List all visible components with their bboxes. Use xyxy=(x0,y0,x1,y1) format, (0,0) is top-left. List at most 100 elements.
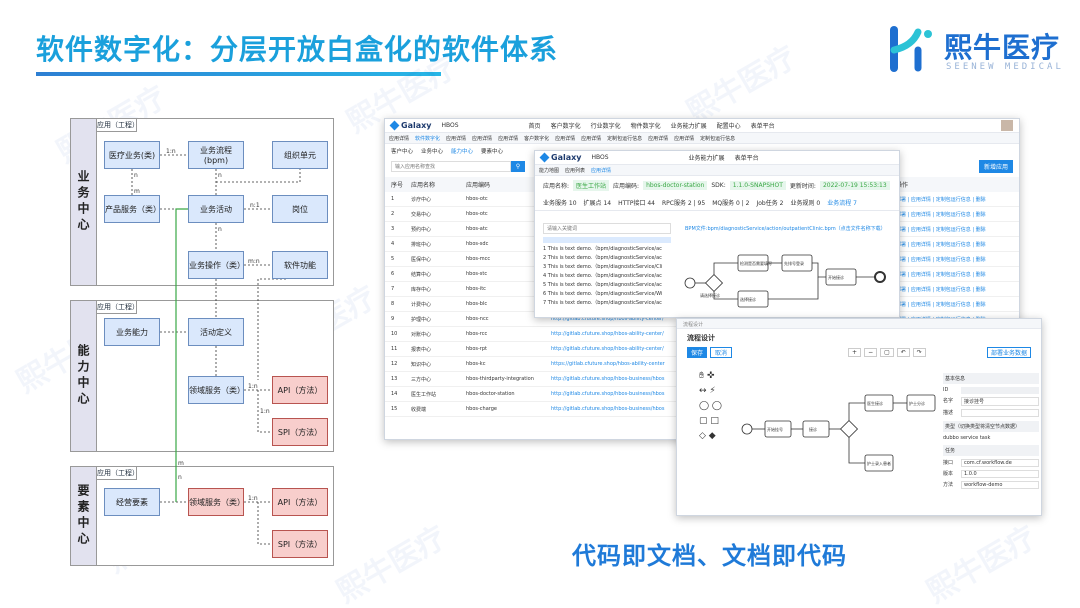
row-actions[interactable]: 部署 | 应用详情 | 定制包运行信息 | 删除 xyxy=(896,226,986,233)
type-radio[interactable]: dubbo service task xyxy=(943,435,991,441)
search-button[interactable]: ⚲ xyxy=(511,161,525,172)
nav-item[interactable]: 表单平台 xyxy=(750,123,775,130)
repo-link[interactable]: http://gitlab.cfuture.shop/hbos-ability-… xyxy=(551,346,664,352)
nav-item[interactable]: 业务能力扩展 xyxy=(670,123,707,130)
zoom-out-icon[interactable]: − xyxy=(864,348,878,357)
start-event-icon[interactable]: ◯ ◯ xyxy=(699,401,723,411)
watermark: 熙牛医疗 xyxy=(331,519,453,608)
description-field[interactable] xyxy=(961,409,1039,417)
tab[interactable]: 应用详情 xyxy=(581,135,602,142)
add-app-button[interactable]: 新增应用 xyxy=(978,160,1013,173)
row-number: 4 xyxy=(391,241,395,247)
repo-link[interactable]: https://gitlab.cfuture.shop/hbos-ability… xyxy=(551,361,665,367)
stat-tab[interactable]: Job任务 2 xyxy=(756,200,784,207)
nav-item[interactable]: 客户数字化 xyxy=(550,123,581,130)
gateway-icon[interactable]: ◇ ◆ xyxy=(699,431,716,441)
tab[interactable]: 软件数字化 xyxy=(415,135,441,142)
nav-item[interactable]: 表单平台 xyxy=(734,155,759,162)
search-input[interactable] xyxy=(543,223,671,234)
version-field[interactable]: 1.0.0 xyxy=(961,470,1039,478)
tab[interactable]: 定制包运行信息 xyxy=(700,135,736,142)
list-item[interactable]: 4 This is text demo.（bpm/diagnosticServi… xyxy=(543,273,662,279)
row-actions[interactable]: 部署 | 应用详情 | 定制包运行信息 | 删除 xyxy=(896,271,986,278)
avatar[interactable] xyxy=(1001,120,1013,131)
box-business-operation: 业务操作（类） xyxy=(188,251,245,279)
multiplicity-label: n xyxy=(218,172,222,179)
search-input[interactable] xyxy=(391,161,511,172)
row-actions[interactable]: 部署 | 应用详情 | 定制包运行信息 | 删除 xyxy=(896,256,986,263)
diagram-connectors xyxy=(131,154,301,545)
method-field[interactable]: workflow-demo xyxy=(961,481,1039,489)
nav-item[interactable]: 业务能力扩展 xyxy=(688,155,725,162)
tab[interactable]: 应用详情 xyxy=(472,135,493,142)
stat-tab[interactable]: RPC服务 2 | 95 xyxy=(662,200,706,207)
zoom-in-icon[interactable]: + xyxy=(848,348,862,357)
tab[interactable]: 应用详情 xyxy=(555,135,576,142)
save-button[interactable]: 保存 xyxy=(687,347,708,358)
properties-panel: 基本信息 ID 名字接诊挂号 描述 类型（切换类型将清空节点数据） dubbo … xyxy=(943,367,1039,489)
deploy-button[interactable]: 部署业务数据 xyxy=(986,347,1031,358)
nav-item[interactable]: 配置中心 xyxy=(716,123,741,130)
row-actions[interactable]: 部署 | 应用详情 | 定制包运行信息 | 删除 xyxy=(896,211,986,218)
subnav-item[interactable]: 要素中心 xyxy=(481,149,504,155)
list-item[interactable]: 6 This is text demo.（bpm/diagnosticServi… xyxy=(543,291,663,297)
subnav-item[interactable]: 能力中心 xyxy=(451,149,474,155)
tab[interactable]: 应用详情 xyxy=(498,135,519,142)
undo-icon[interactable]: ↶ xyxy=(896,348,910,357)
app-code: hbos-blc xyxy=(466,301,488,307)
env-selector[interactable]: HBOS xyxy=(441,122,459,129)
list-item[interactable]: 1 This is text demo.（bpm/diagnosticServi… xyxy=(543,246,662,252)
row-actions[interactable]: 部署 | 应用详情 | 定制包运行信息 | 删除 xyxy=(896,196,986,203)
hand-tool-icon[interactable]: ✋︎ ✜ xyxy=(699,371,715,381)
tab[interactable]: 应用详情 xyxy=(648,135,669,142)
nav-item[interactable]: 行业数字化 xyxy=(590,123,621,130)
list-item[interactable]: 2 This is text demo.（bpm/diagnosticServi… xyxy=(543,255,662,261)
stat-tab[interactable]: 业务规则 0 xyxy=(790,200,821,207)
list-item-selected[interactable] xyxy=(543,237,671,243)
repo-link[interactable]: http://gitlab.cfuture.shop/hbos-ability-… xyxy=(551,331,664,337)
subnav-item[interactable]: 客户中心 xyxy=(391,149,414,155)
repo-link[interactable]: http://gitlab.cfuture.shop/hbos-business… xyxy=(551,406,665,412)
tab[interactable]: 应用详情 xyxy=(674,135,695,142)
lane-tag: 应用（工程） xyxy=(97,301,139,314)
env-selector[interactable]: HBOS xyxy=(591,154,609,161)
tab[interactable]: 定制包运行信息 xyxy=(607,135,643,142)
tab[interactable]: 应用详情 xyxy=(591,167,612,174)
row-actions[interactable]: 部署 | 应用详情 | 定制包运行信息 | 删除 xyxy=(896,301,986,308)
cancel-button[interactable]: 取消 xyxy=(710,347,733,358)
nav-item[interactable]: 首页 xyxy=(528,123,541,130)
interface-field[interactable]: com.cf.workflow.de xyxy=(961,459,1039,467)
stat-tab[interactable]: 业务流程 7 xyxy=(827,200,857,207)
stat-tab[interactable]: MQ服务 0 | 2 xyxy=(712,200,750,207)
tab[interactable]: 能力地图 xyxy=(539,167,560,174)
screenshot-process-designer: 流程设计 流程设计 保存 取消 + − ▢ ↶ ↷ 部署业务数据 ✋︎ ✜ ↔ … xyxy=(676,318,1042,516)
id-field[interactable] xyxy=(961,387,1039,394)
redo-icon[interactable]: ↷ xyxy=(912,348,926,357)
repo-link[interactable]: http://gitlab.cfuture.shop/hbos-business… xyxy=(551,376,665,382)
row-actions[interactable]: 部署 | 应用详情 | 定制包运行信息 | 删除 xyxy=(896,241,986,248)
app-name: 库存中心 xyxy=(411,286,432,293)
stat-tab[interactable]: 业务服务 10 xyxy=(543,200,577,207)
lasso-tool-icon[interactable]: ↔ ⚡ xyxy=(699,386,716,396)
tab[interactable]: 客户数字化 xyxy=(524,135,550,142)
subnav-item[interactable]: 业务中心 xyxy=(421,149,444,155)
list-item[interactable]: 3 This is text demo.（bpm/diagnosticServi… xyxy=(543,264,663,270)
tab[interactable]: 应用列表 xyxy=(565,167,586,174)
list-item[interactable]: 7 This is text demo.（bpm/diagnosticServi… xyxy=(543,300,662,306)
tab[interactable]: 应用详情 xyxy=(389,135,410,142)
stat-tab[interactable]: 扩展点 14 xyxy=(583,200,612,207)
row-number: 3 xyxy=(391,226,395,232)
bpm-file-link[interactable]: BPM文件:bpm/diagnosticService/action/outpa… xyxy=(685,226,886,232)
task-icon[interactable]: ▢ □ xyxy=(699,416,719,426)
tab[interactable]: 应用详情 xyxy=(446,135,467,142)
fit-icon[interactable]: ▢ xyxy=(880,348,894,357)
box-business-element: 经营要素 xyxy=(104,488,160,516)
name-field[interactable]: 接诊挂号 xyxy=(961,397,1039,406)
row-actions[interactable]: 部署 | 应用详情 | 定制包运行信息 | 删除 xyxy=(896,286,986,293)
nav-item[interactable]: 物件数字化 xyxy=(630,123,661,130)
list-item[interactable]: 5 This is text demo.（bpm/diagnosticServi… xyxy=(543,282,662,288)
multiplicity-label: n xyxy=(134,172,138,179)
stat-tab[interactable]: HTTP接口 44 xyxy=(618,200,655,207)
repo-link[interactable]: http://gitlab.cfuture.shop/hbos-ability-… xyxy=(551,316,664,322)
repo-link[interactable]: http://gitlab.cfuture.shop/hbos-business… xyxy=(551,391,665,397)
